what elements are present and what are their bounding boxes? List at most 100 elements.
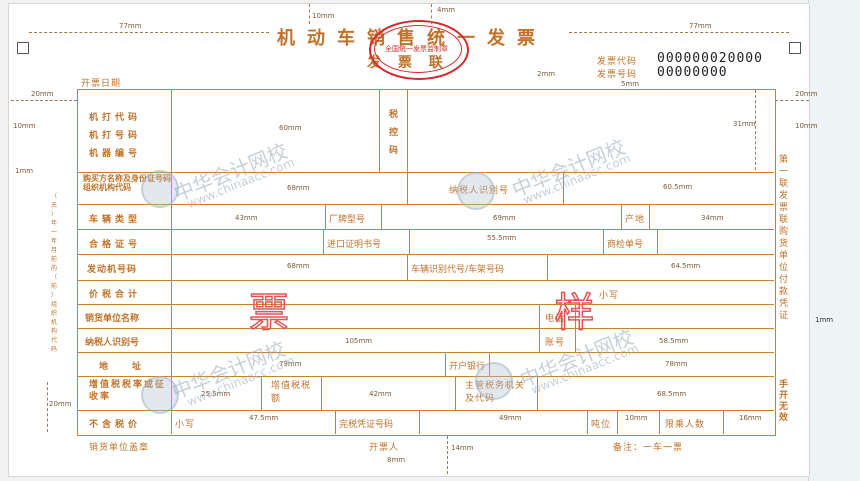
dim-right-1: 1mm: [815, 316, 834, 324]
col-phone-left: [539, 304, 540, 328]
dim-v-31: [755, 90, 756, 170]
dim-right-10: 10mm: [795, 122, 818, 130]
row-line-2: [77, 204, 774, 205]
col-vin-right: [547, 254, 548, 280]
row-line-1: [77, 172, 774, 173]
label-seller-stamp: 销货单位盖章: [89, 443, 150, 453]
dim-v-bottom-14: [447, 436, 448, 474]
invoice-code-label: 发票代码: [597, 57, 638, 67]
col-passenger-left: [659, 410, 660, 434]
dim-68-5: 68.5mm: [657, 390, 687, 398]
col-tonnage-right: [617, 410, 618, 434]
label-tax-receipt: 完税凭证号码: [339, 420, 394, 430]
row-line-3: [77, 229, 774, 230]
col-account-right: [575, 328, 576, 352]
col-buyer-right: [563, 172, 564, 204]
dim-line-right-20: [775, 100, 809, 101]
watermark-globe-1: [141, 170, 179, 208]
label-machine-serial: 机器编号: [89, 149, 142, 159]
label-small-caps: 小写: [599, 291, 620, 301]
label-inspection: 商检单号: [607, 240, 644, 250]
dim-bottom-20: 20mm: [49, 400, 72, 408]
dim-line-top-left: [29, 32, 269, 33]
row-line-5: [77, 280, 774, 281]
label-tonnage: 吨位: [591, 420, 612, 430]
dim-top-right-77: 77mm: [689, 22, 712, 30]
col-vin-left: [407, 254, 408, 280]
right-copy-text: 第一联 发票联 购货单位付款凭证: [779, 155, 789, 321]
dim-68a: 68mm: [287, 184, 310, 192]
dim-top-4: 4mm: [437, 6, 456, 14]
dim-top-left-77: 77mm: [119, 22, 142, 30]
label-vehicle-type: 车辆类型: [89, 215, 142, 225]
invoice-table: [77, 89, 776, 436]
row-line-7: [77, 328, 774, 329]
dim-69: 69mm: [493, 214, 516, 222]
dim-31: 31mm: [733, 120, 756, 128]
col-bank-left: [445, 352, 446, 376]
dim-78: 78mm: [665, 360, 688, 368]
dim-line-top-right: [569, 32, 789, 33]
label-vin: 车辆识别代号/车架号码: [411, 265, 505, 275]
col-label-divider: [171, 89, 172, 434]
label-note: 备注：一车一票: [613, 443, 684, 453]
row-line-9: [77, 376, 774, 377]
dim-25-5: 25.5mm: [201, 390, 231, 398]
watermark-globe-2: [457, 172, 495, 210]
invoice-number-value: 00000000: [657, 65, 728, 80]
label-brand-model: 厂牌型号: [329, 215, 366, 225]
row-line-4: [77, 254, 774, 255]
label-account: 账号: [545, 338, 566, 348]
watermark-globe-4: [475, 362, 513, 400]
dim-49: 49mm: [499, 414, 522, 422]
label-issuer: 开票人: [369, 443, 400, 453]
dim-v-bottom-20: [47, 382, 48, 432]
label-tax-control: 税控码: [389, 110, 400, 156]
dim-v-top-4: [431, 4, 432, 24]
label-machine-number: 机打号码: [89, 131, 142, 141]
stamp-text: 全国统一发票监制章: [385, 45, 448, 53]
label-passengers: 限乘人数: [665, 420, 706, 430]
invoice-code-value: 000000020000: [657, 51, 763, 66]
label-import-cert: 进口证明书号: [327, 240, 382, 250]
dim-top-10: 10mm: [312, 12, 335, 20]
dim-79: 79mm: [279, 360, 302, 368]
dim-43: 43mm: [235, 214, 258, 222]
dim-34: 34mm: [701, 214, 724, 222]
col-tonnage-left: [587, 410, 588, 434]
col-phone-right: [575, 304, 576, 328]
dim-v-top-10: [309, 4, 310, 24]
dim-42: 42mm: [369, 390, 392, 398]
label-price-ex-tax: 不含税价: [89, 420, 142, 430]
dim-left-20: 20mm: [31, 90, 54, 98]
dim-line-left-20: [11, 100, 77, 101]
corner-mark-left: [17, 42, 29, 54]
col-account-left: [539, 328, 540, 352]
col-receipt-right: [419, 410, 420, 434]
col-import-left: [323, 229, 324, 254]
label-bank: 开户银行: [449, 362, 486, 372]
col-authority-right: [537, 376, 538, 410]
watermark-globe-3: [141, 376, 179, 414]
label-certificate: 合格证号: [89, 240, 142, 250]
row-line-8: [77, 352, 774, 353]
issue-date-label: 开票日期: [81, 79, 122, 89]
dim-47-5: 47.5mm: [249, 414, 279, 422]
dim-right-5: 5mm: [621, 80, 640, 88]
dim-58-5: 58.5mm: [659, 337, 689, 345]
dim-16: 16mm: [739, 414, 762, 422]
viewer-side-strip: [808, 0, 860, 481]
col-buyer-mid: [407, 172, 408, 204]
dim-right-2: 2mm: [537, 70, 556, 78]
dim-55-5: 55.5mm: [487, 234, 517, 242]
label-buyer: 购买方名称及身份证号码组织机构代码: [83, 173, 171, 192]
col-origin-right: [649, 204, 650, 229]
dim-left-1: 1mm: [15, 167, 34, 175]
label-vat-rate: 增值税税率或征收率: [89, 380, 167, 402]
dim-bottom-8: 8mm: [387, 456, 406, 464]
col-inspect-left: [603, 229, 604, 254]
dim-10: 10mm: [625, 414, 648, 422]
col-brand-right: [381, 204, 382, 229]
col-receipt-left: [335, 410, 336, 434]
col-authority-left: [455, 376, 456, 410]
